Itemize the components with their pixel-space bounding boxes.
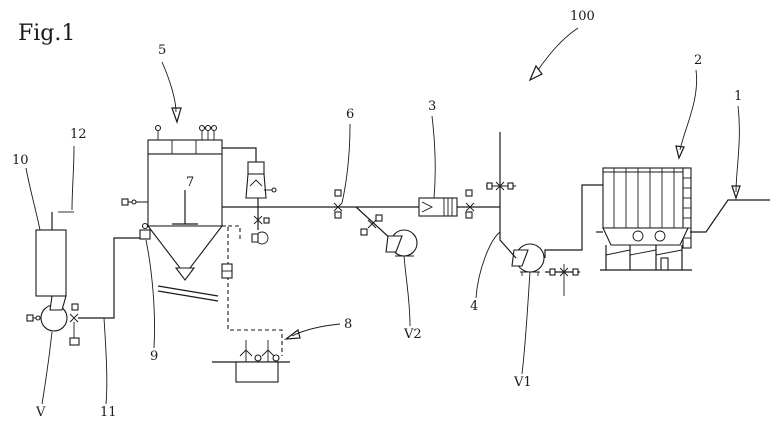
label-3: 3 <box>428 99 436 199</box>
svg-text:V2: V2 <box>403 327 422 342</box>
svg-text:V: V <box>35 405 46 420</box>
label-10: 10 <box>12 153 41 231</box>
svg-text:V1: V1 <box>513 375 532 390</box>
valve-line-6 <box>333 189 343 219</box>
label-2: 2 <box>675 53 702 160</box>
label-6: 6 <box>341 107 354 204</box>
inlet-duct <box>690 199 770 233</box>
cyclone-bottom-valve <box>251 215 270 245</box>
svg-text:9: 9 <box>150 349 158 364</box>
svg-text:12: 12 <box>70 127 87 142</box>
label-system-100: 100 <box>528 9 595 82</box>
svg-text:2: 2 <box>694 53 702 68</box>
label-7: 7 <box>186 175 194 190</box>
label-4: 4 <box>470 231 501 314</box>
svg-text:10: 10 <box>12 153 29 168</box>
filter-drain-valve <box>545 264 580 296</box>
svg-text:8: 8 <box>344 317 352 332</box>
svg-text:1: 1 <box>734 89 742 104</box>
label-8: 8 <box>284 317 352 340</box>
valve-near-heater <box>465 189 475 219</box>
svg-text:7: 7 <box>186 175 194 190</box>
label-5: 5 <box>158 43 182 124</box>
air-inlet-line <box>78 237 142 319</box>
label-1: 1 <box>731 89 742 200</box>
heater-3 <box>418 197 458 217</box>
label-9: 9 <box>145 239 158 364</box>
spray-dryer-tower <box>121 124 268 302</box>
svg-text:5: 5 <box>158 43 166 58</box>
label-v1: V1 <box>513 271 532 390</box>
bag-filter-unit <box>600 167 692 271</box>
label-v: V <box>35 331 53 420</box>
air-heater-10 <box>35 211 74 297</box>
label-12: 12 <box>70 127 87 211</box>
inlet-filter-9 <box>139 222 151 240</box>
valve-v2-branch <box>360 214 383 236</box>
svg-text:3: 3 <box>428 99 436 114</box>
svg-text:100: 100 <box>570 9 595 24</box>
fan-v <box>26 295 80 346</box>
fan-v1 <box>511 243 545 276</box>
cyclone-separator <box>222 147 277 199</box>
svg-text:11: 11 <box>100 405 117 420</box>
svg-text:4: 4 <box>470 299 478 314</box>
feed-line-dashed <box>221 225 283 356</box>
label-v2: V2 <box>403 255 422 342</box>
main-return-pipe <box>499 132 517 259</box>
figure-title: Fig.1 <box>18 21 75 46</box>
filter-outlet-duct <box>544 184 603 258</box>
svg-text:6: 6 <box>346 107 354 122</box>
fan-v2 <box>385 229 418 257</box>
label-11: 11 <box>100 317 117 420</box>
vent-valve-top <box>486 181 516 191</box>
v2-branch <box>355 206 393 241</box>
feed-tank-8 <box>212 340 290 383</box>
